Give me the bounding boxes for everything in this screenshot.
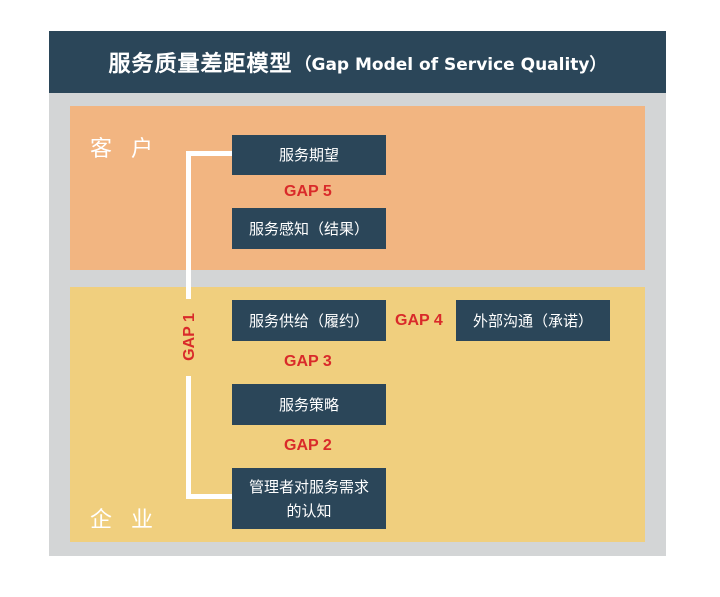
gap1-connector-upper-vertical — [186, 151, 191, 299]
customer-zone-label: 客 户 — [90, 137, 159, 162]
service-delivery-box: 服务供给（履约） — [232, 300, 386, 341]
gap1-connector-bottom — [186, 494, 232, 499]
title-english: （Gap Model of Service Quality） — [294, 54, 607, 75]
gap1-text: GAP 1 — [181, 313, 199, 361]
company-zone-label: 企 业 — [90, 508, 159, 533]
service-expectation-box: 服务期望 — [232, 135, 386, 175]
gap3-label: GAP 3 — [284, 353, 332, 370]
management-perception-line1: 管理者对服务需求 — [248, 477, 369, 496]
gap1-label: GAP 1 — [176, 297, 204, 377]
gap4-label: GAP 4 — [395, 312, 443, 329]
diagram-header: 服务质量差距模型 （Gap Model of Service Quality） — [49, 31, 666, 93]
management-perception-line2: 的认知 — [286, 501, 332, 520]
gap1-connector-lower-vertical — [186, 376, 191, 499]
service-perception-box: 服务感知（结果） — [232, 208, 386, 249]
gap5-label: GAP 5 — [284, 183, 332, 200]
service-strategy-box: 服务策略 — [232, 384, 386, 425]
title-chinese: 服务质量差距模型 — [108, 52, 293, 77]
gap1-connector-top — [186, 151, 232, 156]
external-communication-box: 外部沟通（承诺） — [456, 300, 610, 341]
management-perception-box: 管理者对服务需求 的认知 — [232, 468, 386, 529]
gap2-label: GAP 2 — [284, 437, 332, 454]
